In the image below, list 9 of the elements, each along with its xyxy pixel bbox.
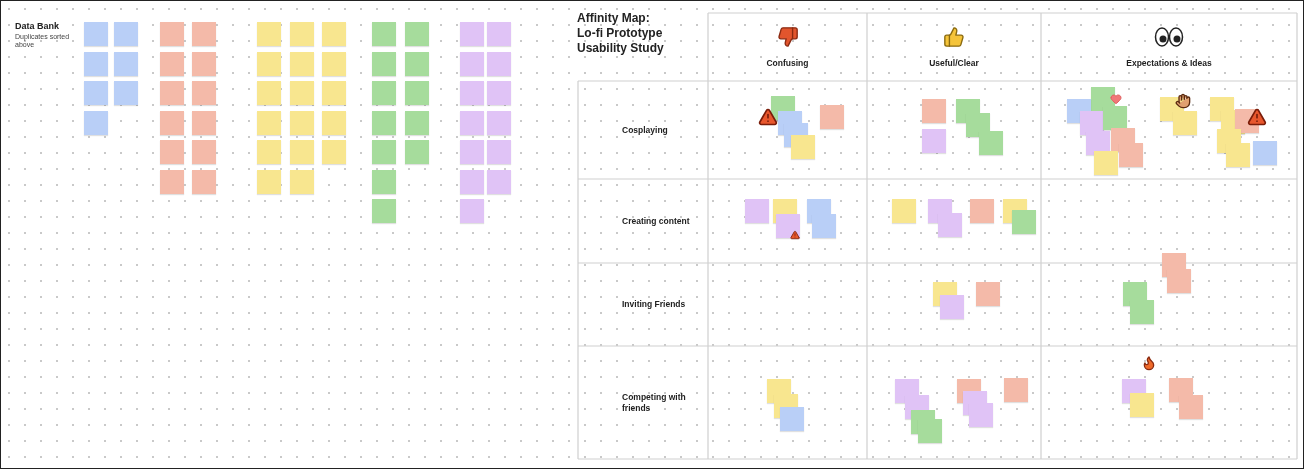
row-header: Cosplaying: [622, 124, 669, 136]
column-header: Useful/Clear: [929, 58, 979, 68]
row-header: Creating content: [622, 215, 691, 227]
diagram-title: Affinity Map: Lo-fi Prototype Usability Study: [577, 11, 665, 56]
column-header: Confusing: [766, 58, 809, 68]
row-header: Competing with friends: [622, 391, 687, 414]
section-heading: Data Bank: [15, 21, 59, 31]
column-header: Expectations & Ideas: [1126, 58, 1212, 68]
row-header: Inviting Friends: [622, 299, 687, 310]
